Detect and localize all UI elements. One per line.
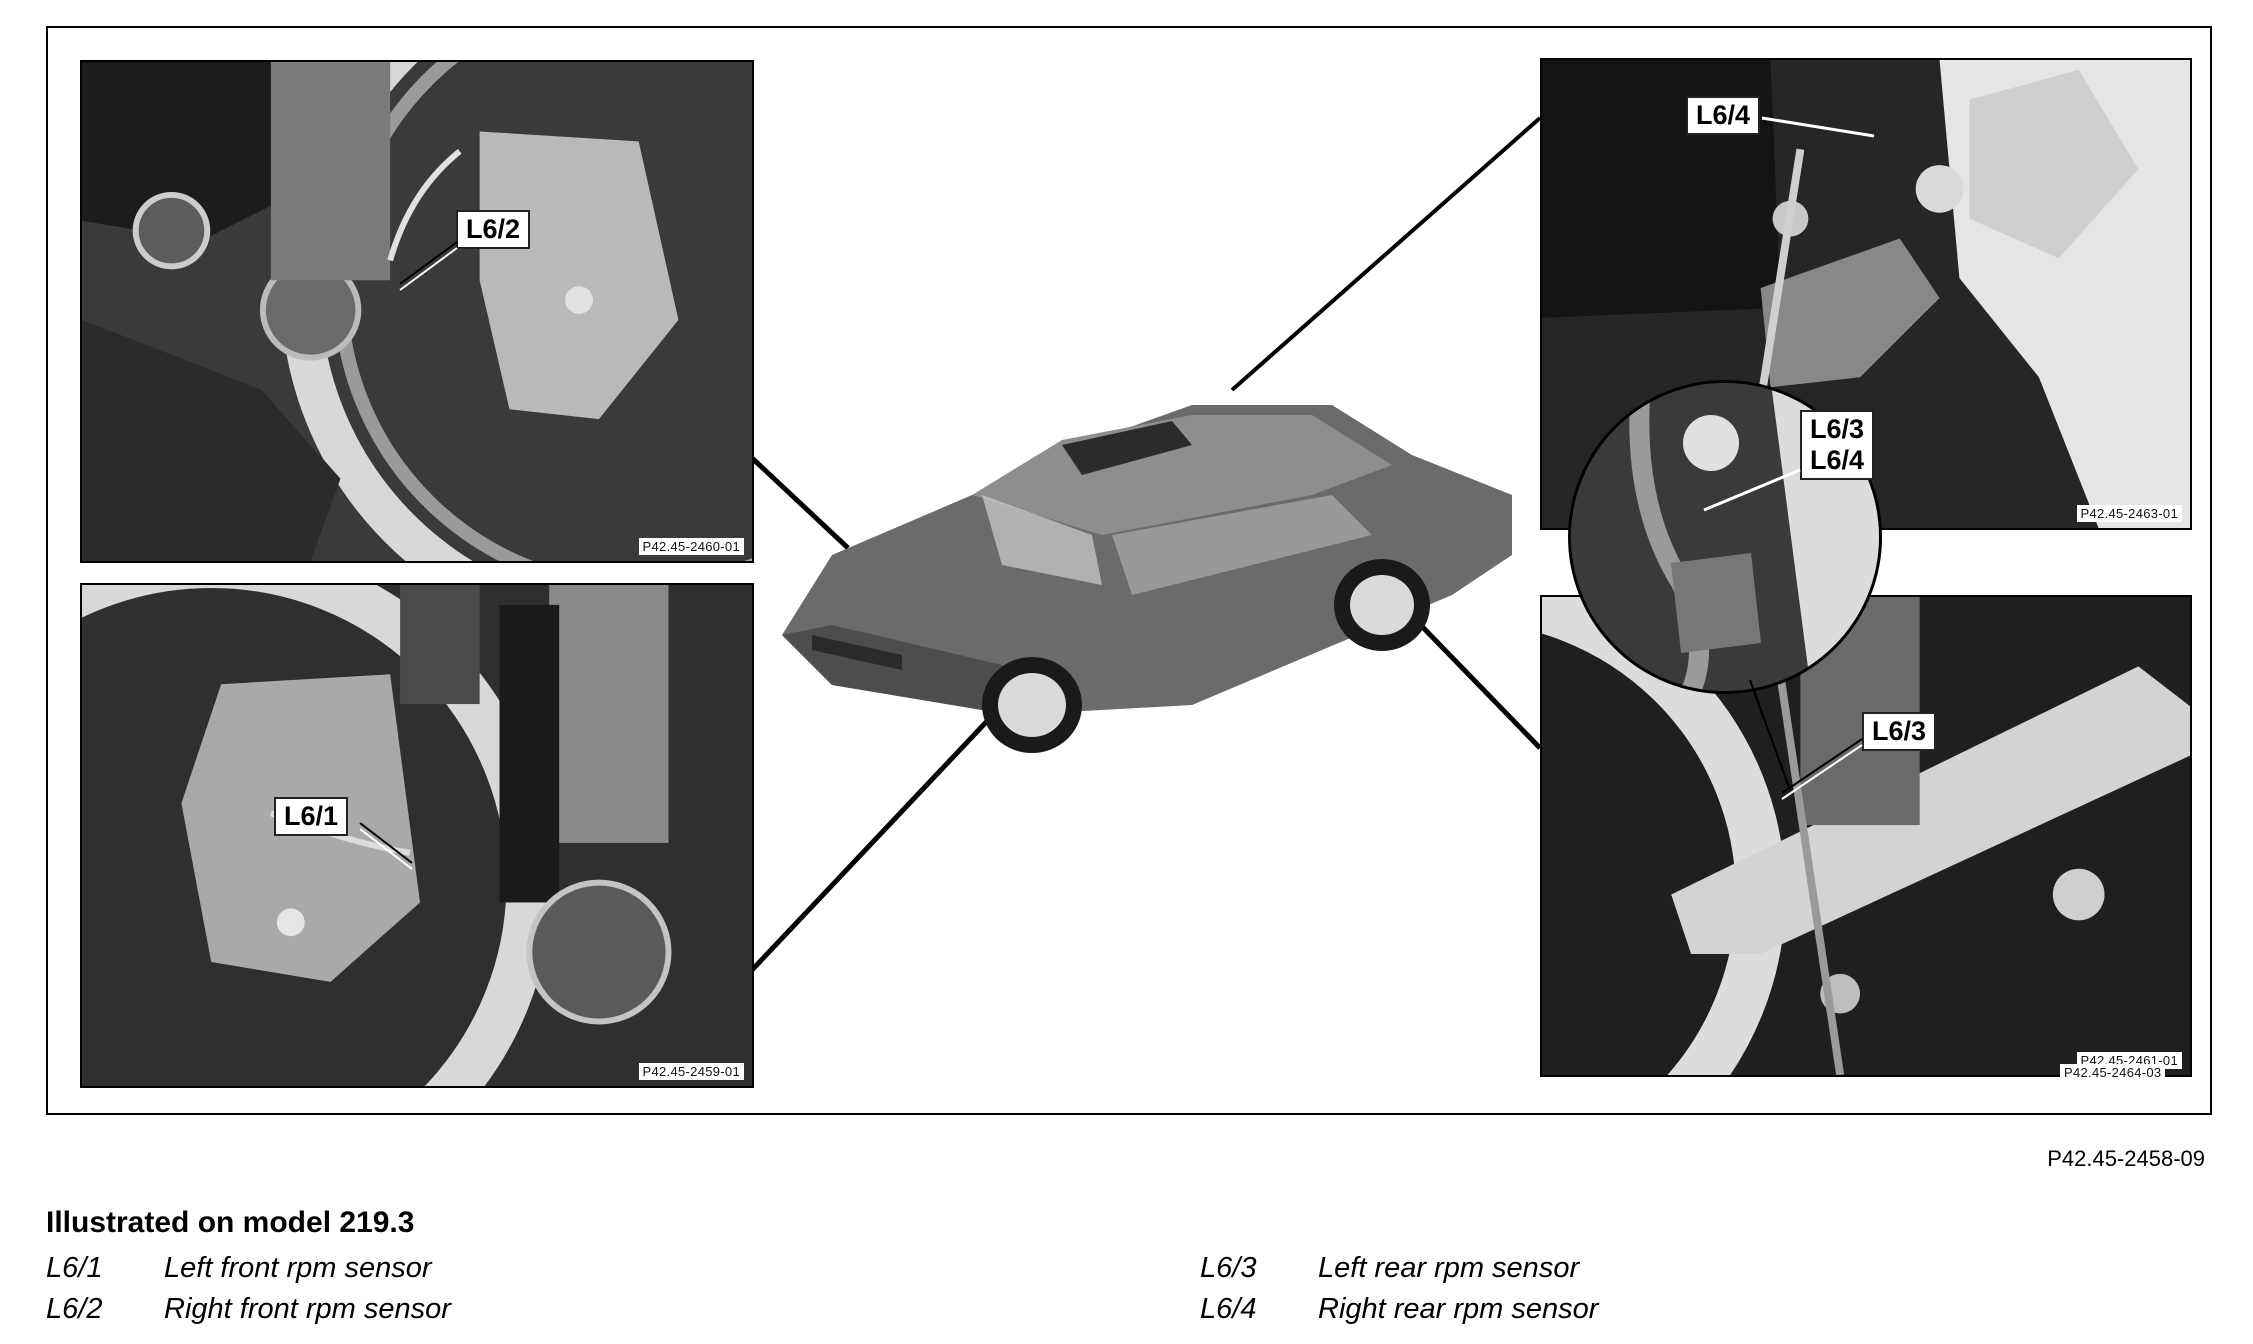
figure-id: P42.45-2458-09: [2047, 1146, 2205, 1171]
legend-code: L6/2: [46, 1293, 103, 1325]
pointer-l6-1: [359, 822, 413, 870]
photo-code: P42.45-2460-01: [638, 538, 744, 555]
callout-l6-3: L6/3: [1862, 712, 1937, 752]
callout-l6-4-magnified: L6/4: [1810, 445, 1865, 476]
legend-code: L6/3: [1200, 1252, 1257, 1284]
pointer-l6-4: [1761, 116, 1875, 138]
legend-item: L6/1 Left front rpm sensor: [46, 1252, 432, 1285]
photo-code: P42.45-2459-01: [638, 1063, 744, 1080]
legend-title: Illustrated on model 219.3: [46, 1206, 415, 1239]
legend-code: L6/1: [46, 1252, 103, 1284]
pointer-l6-2: [399, 241, 458, 291]
photo-bottom-left: L6/1 P42.45-2459-01: [80, 583, 754, 1088]
photo-code: P42.45-2463-01: [2076, 505, 2182, 522]
callout-l6-2: L6/2: [456, 210, 531, 250]
legend-label: Left rear rpm sensor: [1318, 1252, 1580, 1284]
figure-frame: [46, 26, 2212, 1115]
legend-item: L6/3 Left rear rpm sensor: [1200, 1252, 1579, 1285]
callout-l6-4: L6/4: [1686, 96, 1761, 136]
car-illustration: [782, 405, 1512, 753]
photo-top-left: L6/2 P42.45-2460-01: [80, 60, 754, 563]
magnifier-callout: L6/3 L6/4: [1800, 410, 1875, 481]
brake-caliper-photo: [82, 62, 752, 561]
legend-label: Right front rpm sensor: [164, 1293, 451, 1325]
callout-l6-1: L6/1: [274, 797, 349, 837]
pointer-l6-3: [1781, 738, 1863, 800]
legend-label: Right rear rpm sensor: [1318, 1293, 1599, 1325]
legend-item: L6/4 Right rear rpm sensor: [1200, 1293, 1598, 1326]
legend-code: L6/4: [1200, 1293, 1257, 1325]
legend-label: Left front rpm sensor: [164, 1252, 432, 1284]
callout-l6-3-magnified: L6/3: [1810, 414, 1865, 444]
rear-axle-photo: [1542, 597, 2190, 1075]
legend-item: L6/2 Right front rpm sensor: [46, 1293, 451, 1326]
outer-photo-code: P42.45-2464-03: [2060, 1064, 2166, 1081]
brake-caliper-photo: [82, 585, 752, 1086]
